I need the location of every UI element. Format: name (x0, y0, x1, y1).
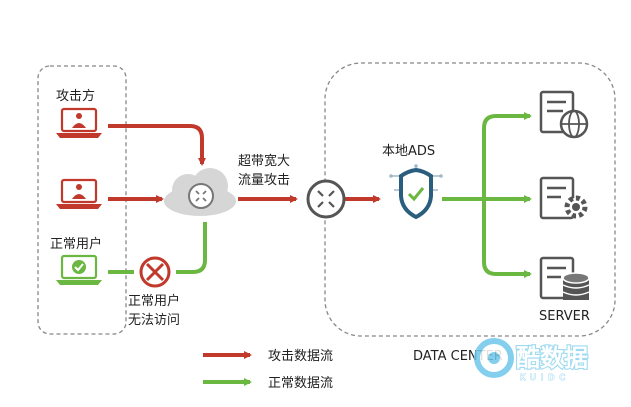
ddos-traffic-label-line2: 流量攻击 (238, 173, 290, 188)
laptop-person-icon (56, 107, 102, 138)
laptop-check-icon (56, 254, 102, 285)
server-gear-icon (539, 176, 588, 220)
cloud-router-icon (164, 168, 236, 216)
local-ads-label: 本地ADS (382, 144, 435, 159)
blocked-x-icon (139, 256, 171, 288)
legend-normal-label: 正常数据流 (268, 376, 333, 391)
attacker-label: 攻击方 (56, 88, 95, 104)
watermark-subtext: KUIDC (520, 373, 570, 382)
blocked-user-label-line1: 正常用户 (128, 293, 180, 309)
laptop-person-icon (56, 178, 102, 209)
shield-icon (389, 164, 443, 220)
attack-flow-1 (108, 124, 206, 166)
legend-attack-label: 攻击数据流 (268, 349, 333, 364)
normal-user-label: 正常用户 (50, 236, 102, 252)
server-globe-icon (539, 90, 589, 139)
server-label: SERVER (539, 309, 590, 324)
watermark: 酷数据 KUIDC (474, 338, 589, 383)
normal-flow-to-cloud (176, 222, 207, 274)
watermark-text: 酷数据 (516, 344, 588, 372)
legend: 攻击数据流 正常数据流 (203, 349, 333, 391)
router-icon (306, 179, 346, 219)
blocked-user-label-line2: 无法访问 (128, 313, 180, 328)
server-flow-1 (482, 112, 532, 199)
ddos-traffic-label-line1: 超带宽大 (238, 153, 290, 169)
server-flow-3 (482, 199, 532, 278)
server-database-icon (539, 256, 590, 300)
